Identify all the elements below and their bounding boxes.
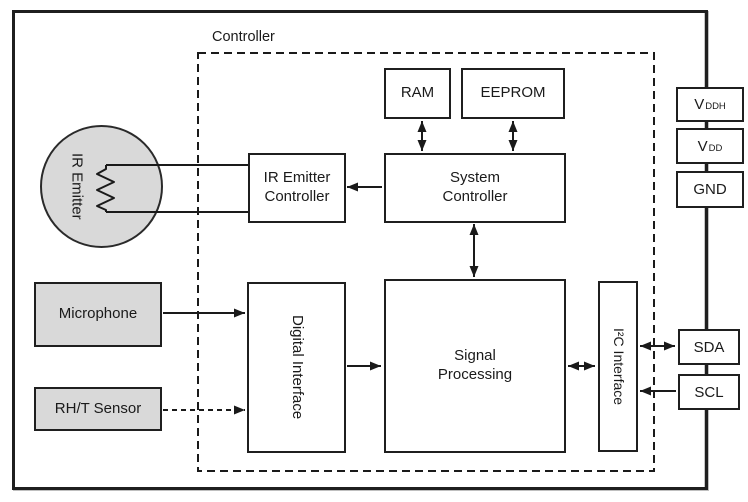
ram-block: RAM: [384, 68, 451, 119]
microphone-label: Microphone: [58, 305, 138, 323]
rht-sensor-label: RH/T Sensor: [54, 399, 142, 417]
pin-gnd-label: GND: [693, 181, 727, 198]
pin-scl: SCL: [678, 374, 740, 410]
eeprom-block: EEPROM: [461, 68, 565, 119]
i2c-interface-block: I²C Interface: [598, 281, 638, 452]
i2c-interface-label: I²C Interface: [610, 327, 627, 406]
signal-processing-label: Signal Processing: [437, 347, 513, 383]
controller-group-label: Controller: [212, 29, 275, 45]
ram-label: RAM: [400, 84, 435, 102]
pin-sda-label: SDA: [693, 338, 725, 356]
pin-vddh-sub: DDH: [705, 101, 726, 112]
controller-boundary: [197, 52, 655, 472]
system-controller-label: System Controller: [442, 169, 508, 205]
ir-emitter-controller-block: IR Emitter Controller: [248, 153, 346, 223]
ir-emitter-circle: [40, 125, 163, 248]
system-controller-block: System Controller: [384, 153, 566, 223]
ir-emitter-controller-label: IR Emitter Controller: [263, 169, 331, 205]
pin-vdd-sub: DD: [708, 143, 723, 154]
pin-gnd: GND: [676, 171, 744, 208]
digital-interface-block: Digital Interface: [247, 282, 346, 453]
pin-scl-label: SCL: [694, 383, 724, 401]
signal-processing-block: Signal Processing: [384, 279, 566, 453]
microphone-block: Microphone: [34, 282, 162, 347]
resistor-symbol: [96, 165, 115, 212]
rht-sensor-block: RH/T Sensor: [34, 387, 162, 431]
eeprom-label: EEPROM: [480, 84, 546, 102]
digital-interface-label: Digital Interface: [288, 315, 306, 420]
pin-sda: SDA: [678, 329, 740, 365]
ir-emitter-label: IR Emitter: [68, 153, 86, 220]
pin-vdd-label: V: [697, 137, 708, 155]
pin-vddh-label: V: [694, 96, 705, 113]
